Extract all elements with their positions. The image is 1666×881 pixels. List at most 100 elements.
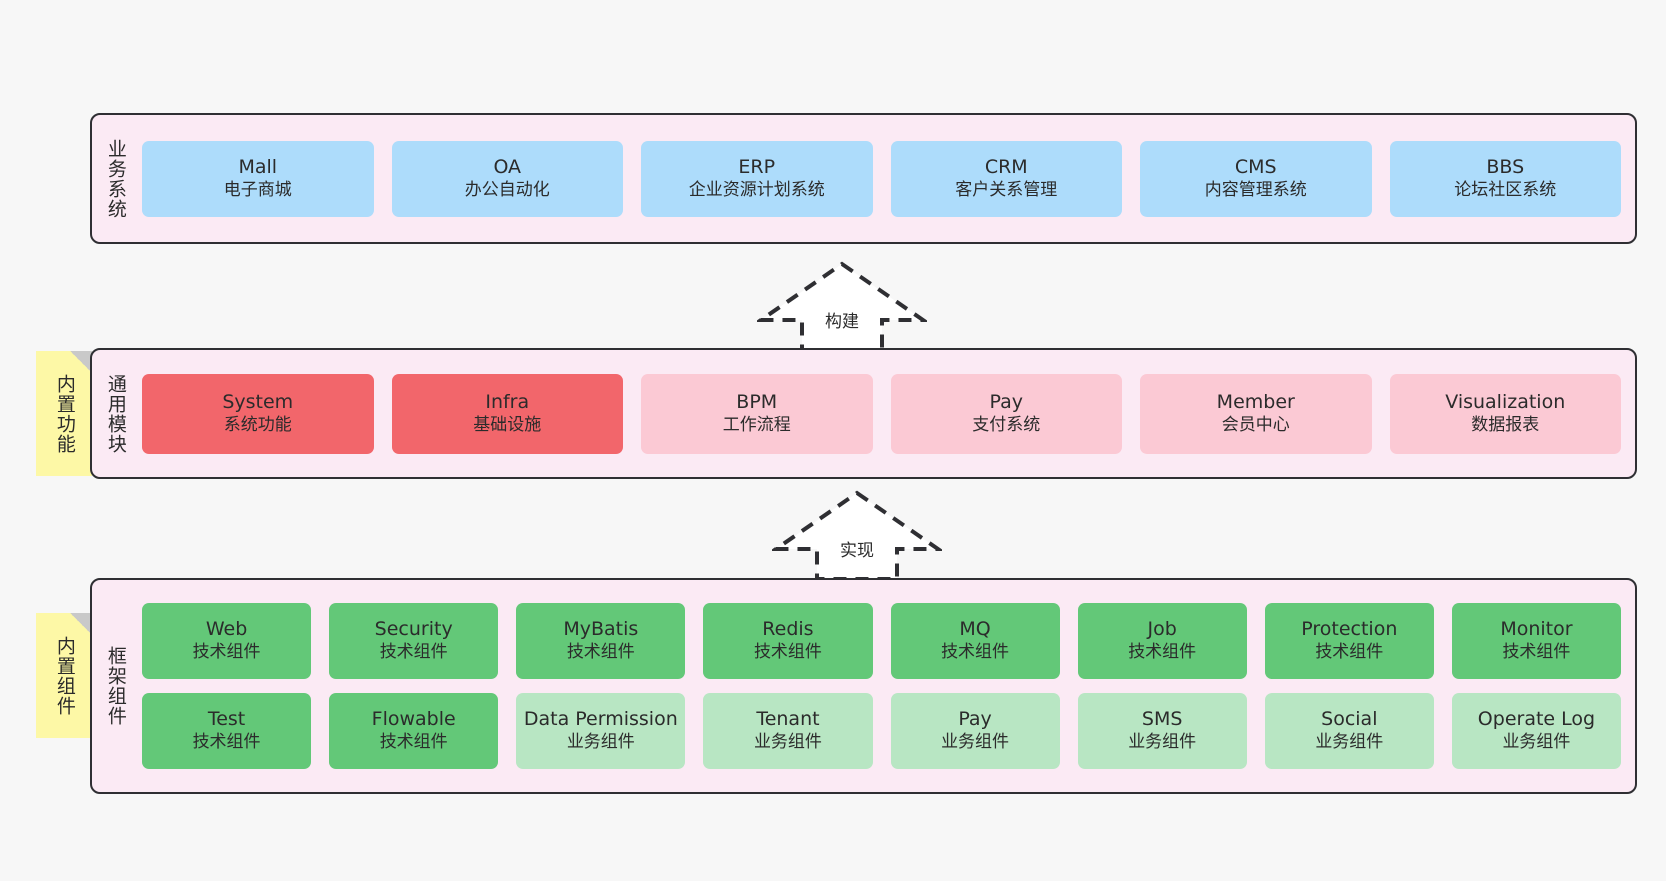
card-subtitle: 技术组件 bbox=[1502, 642, 1571, 663]
card-title: Job bbox=[1147, 618, 1177, 641]
card-title: Security bbox=[374, 618, 453, 641]
card-visualization[interactable]: Visualization 数据报表 bbox=[1389, 373, 1621, 454]
card-subtitle: 业务组件 bbox=[1315, 732, 1384, 753]
card-infra[interactable]: Infra 基础设施 bbox=[391, 373, 623, 454]
layer-business-systems: 业务系统 Mall 电子商城 OA 办公自动化 ERP 企业资源计划系统 CRM… bbox=[90, 113, 1637, 244]
card-row: Web 技术组件 Security 技术组件 MyBatis 技术组件 Redi… bbox=[142, 603, 1621, 679]
card-security[interactable]: Security 技术组件 bbox=[329, 603, 499, 679]
card-subtitle: 技术组件 bbox=[941, 642, 1010, 663]
card-subtitle: 会员中心 bbox=[1221, 414, 1290, 435]
card-row: Mall 电子商城 OA 办公自动化 ERP 企业资源计划系统 CRM 客户关系… bbox=[142, 140, 1621, 217]
card-bpm[interactable]: BPM 工作流程 bbox=[641, 373, 873, 454]
card-subtitle: 业务组件 bbox=[941, 732, 1010, 753]
connector-build: 构建 bbox=[757, 258, 927, 354]
card-subtitle: 技术组件 bbox=[753, 642, 822, 663]
layer-common-modules: 通用模块 System 系统功能 Infra 基础设施 BPM 工作流程 Pay… bbox=[90, 348, 1637, 479]
card-mybatis[interactable]: MyBatis 技术组件 bbox=[516, 603, 686, 679]
card-title: Redis bbox=[762, 618, 814, 641]
card-subtitle: 技术组件 bbox=[192, 732, 261, 753]
card-subtitle: 内容管理系统 bbox=[1204, 179, 1307, 200]
card-protection[interactable]: Protection 技术组件 bbox=[1264, 603, 1434, 679]
card-title: Flowable bbox=[371, 708, 456, 731]
card-title: CRM bbox=[984, 155, 1028, 178]
connector-label: 实现 bbox=[840, 541, 874, 561]
card-subtitle: 系统功能 bbox=[223, 414, 292, 435]
card-title: Operate Log bbox=[1477, 708, 1596, 731]
card-title: Tenant bbox=[756, 708, 820, 731]
card-redis[interactable]: Redis 技术组件 bbox=[703, 603, 873, 679]
card-pay-component[interactable]: Pay 业务组件 bbox=[890, 693, 1060, 769]
card-sms[interactable]: SMS 业务组件 bbox=[1077, 693, 1247, 769]
card-title: Web bbox=[205, 618, 248, 641]
card-title: Test bbox=[207, 708, 246, 731]
layer-title-framework-components: 框架组件 bbox=[104, 646, 127, 726]
card-subtitle: 业务组件 bbox=[566, 732, 635, 753]
card-title: CMS bbox=[1234, 155, 1277, 178]
card-erp[interactable]: ERP 企业资源计划系统 bbox=[641, 140, 873, 217]
card-job[interactable]: Job 技术组件 bbox=[1077, 603, 1247, 679]
card-title: Pay bbox=[989, 390, 1024, 413]
card-subtitle: 技术组件 bbox=[566, 642, 635, 663]
card-subtitle: 业务组件 bbox=[753, 732, 822, 753]
card-title: Monitor bbox=[1500, 618, 1573, 641]
card-title: BBS bbox=[1486, 155, 1525, 178]
card-subtitle: 论坛社区系统 bbox=[1454, 179, 1557, 200]
card-title: SMS bbox=[1141, 708, 1183, 731]
card-subtitle: 电子商城 bbox=[223, 179, 292, 200]
card-subtitle: 工作流程 bbox=[722, 414, 791, 435]
layer-body-business-systems: Mall 电子商城 OA 办公自动化 ERP 企业资源计划系统 CRM 客户关系… bbox=[138, 115, 1635, 242]
card-title: OA bbox=[493, 155, 522, 178]
card-test[interactable]: Test 技术组件 bbox=[142, 693, 312, 769]
card-title: Mall bbox=[238, 155, 278, 178]
card-crm[interactable]: CRM 客户关系管理 bbox=[890, 140, 1122, 217]
card-row: System 系统功能 Infra 基础设施 BPM 工作流程 Pay 支付系统… bbox=[142, 373, 1621, 454]
card-title: MQ bbox=[959, 618, 991, 641]
card-subtitle: 业务组件 bbox=[1128, 732, 1197, 753]
card-subtitle: 技术组件 bbox=[379, 732, 448, 753]
layer-framework-components: 框架组件 Web 技术组件 Security 技术组件 MyBatis 技术组件… bbox=[90, 578, 1637, 794]
card-row: Test 技术组件 Flowable 技术组件 Data Permission … bbox=[142, 693, 1621, 769]
card-data-permission[interactable]: Data Permission 业务组件 bbox=[516, 693, 686, 769]
card-flowable[interactable]: Flowable 技术组件 bbox=[329, 693, 499, 769]
card-pay-module[interactable]: Pay 支付系统 bbox=[890, 373, 1122, 454]
card-title: System bbox=[222, 390, 294, 413]
card-subtitle: 业务组件 bbox=[1502, 732, 1571, 753]
card-mall[interactable]: Mall 电子商城 bbox=[142, 140, 374, 217]
card-social[interactable]: Social 业务组件 bbox=[1264, 693, 1434, 769]
card-oa[interactable]: OA 办公自动化 bbox=[391, 140, 623, 217]
card-subtitle: 技术组件 bbox=[1315, 642, 1384, 663]
card-title: Social bbox=[1321, 708, 1378, 731]
connector-label: 构建 bbox=[825, 312, 859, 332]
card-member[interactable]: Member 会员中心 bbox=[1140, 373, 1372, 454]
card-mq[interactable]: MQ 技术组件 bbox=[890, 603, 1060, 679]
card-monitor[interactable]: Monitor 技术组件 bbox=[1451, 603, 1621, 679]
card-subtitle: 技术组件 bbox=[379, 642, 448, 663]
card-subtitle: 技术组件 bbox=[192, 642, 261, 663]
card-title: Member bbox=[1216, 390, 1295, 413]
card-title: Data Permission bbox=[523, 708, 678, 731]
sticky-note-builtin-components: 内置组件 bbox=[36, 613, 92, 738]
card-title: Protection bbox=[1301, 618, 1398, 641]
layer-body-common-modules: System 系统功能 Infra 基础设施 BPM 工作流程 Pay 支付系统… bbox=[138, 350, 1635, 477]
layer-title-business-systems: 业务系统 bbox=[104, 138, 127, 219]
card-subtitle: 客户关系管理 bbox=[955, 179, 1058, 200]
card-subtitle: 数据报表 bbox=[1471, 414, 1540, 435]
card-subtitle: 办公自动化 bbox=[464, 179, 550, 200]
card-title: Infra bbox=[485, 390, 530, 413]
card-web[interactable]: Web 技术组件 bbox=[142, 603, 312, 679]
card-title: Visualization bbox=[1445, 390, 1566, 413]
card-subtitle: 基础设施 bbox=[473, 414, 542, 435]
card-cms[interactable]: CMS 内容管理系统 bbox=[1140, 140, 1372, 217]
card-bbs[interactable]: BBS 论坛社区系统 bbox=[1389, 140, 1621, 217]
card-tenant[interactable]: Tenant 业务组件 bbox=[703, 693, 873, 769]
card-title: ERP bbox=[738, 155, 776, 178]
layer-body-framework-components: Web 技术组件 Security 技术组件 MyBatis 技术组件 Redi… bbox=[138, 580, 1635, 792]
card-operate-log[interactable]: Operate Log 业务组件 bbox=[1451, 693, 1621, 769]
connector-implement: 实现 bbox=[772, 487, 942, 583]
card-subtitle: 支付系统 bbox=[972, 414, 1041, 435]
card-system[interactable]: System 系统功能 bbox=[142, 373, 374, 454]
layer-title-common-modules: 通用模块 bbox=[104, 373, 127, 454]
card-title: Pay bbox=[958, 708, 992, 731]
card-subtitle: 企业资源计划系统 bbox=[688, 179, 825, 200]
